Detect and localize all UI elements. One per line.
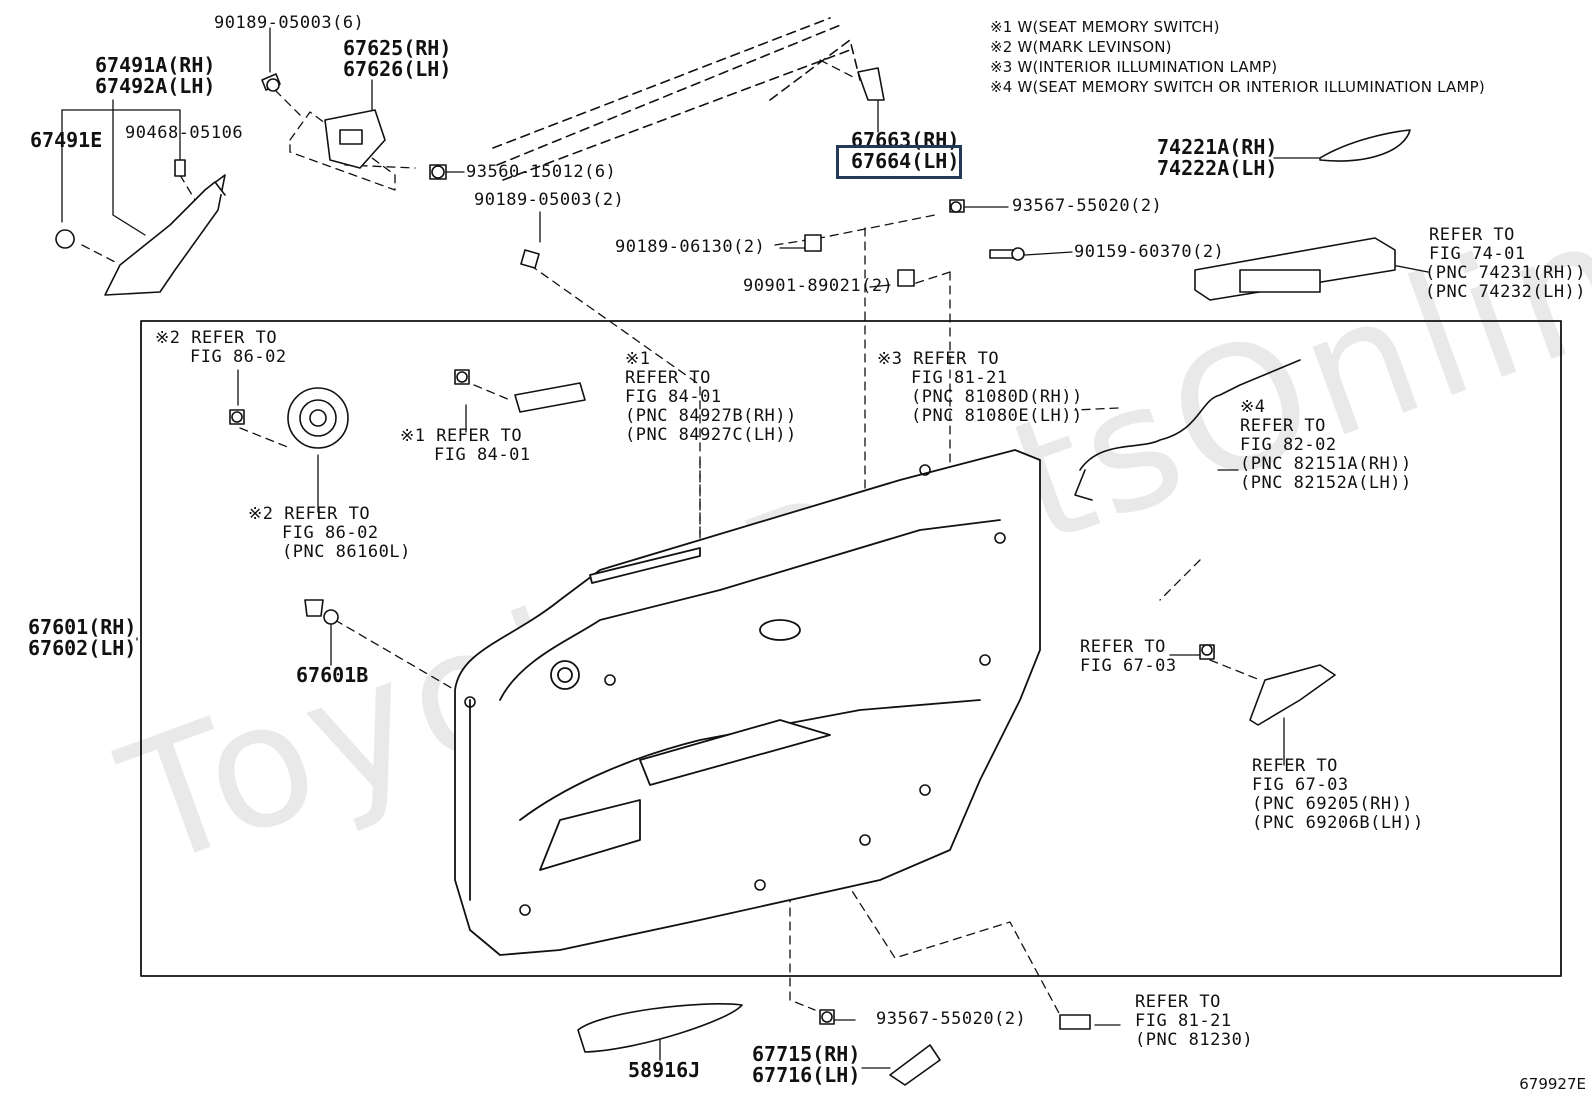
note-2: ※2 W(MARK LEVINSON) xyxy=(990,38,1172,56)
solid-leaders xyxy=(61,27,1429,1069)
part-90189-05003-2[interactable]: 90189-05003(2) xyxy=(474,190,625,210)
inside-handle xyxy=(1249,664,1336,726)
clip-holes xyxy=(464,464,1006,916)
memory-switch xyxy=(514,382,586,413)
trim-cap xyxy=(889,1044,941,1086)
part-74222a[interactable]: 74222A(LH) xyxy=(1157,156,1278,180)
ref-fig-84-01a-pnc1: (PNC 84927B(RH)) xyxy=(625,406,797,426)
part-67715[interactable]: 67715(RH) xyxy=(752,1042,861,1066)
ref-fig-74-01-pnc1: (PNC 74231(RH)) xyxy=(1425,263,1587,283)
ref-fig-81-21a-pnc2: (PNC 81080E(LH)) xyxy=(911,406,1083,426)
ref-fig-82-02-pnc1: (PNC 82151A(RH)) xyxy=(1240,454,1412,474)
part-67601b[interactable]: 67601B xyxy=(296,663,369,687)
part-90468-05106[interactable]: 90468-05106 xyxy=(125,123,244,143)
ref-fig-84-01b-line1: ※1 REFER TO xyxy=(400,426,523,446)
part-58916j[interactable]: 58916J xyxy=(628,1058,701,1082)
ref-fig-84-01a-pnc2: (PNC 84927C(LH)) xyxy=(625,425,797,445)
ref-fig-67-03b-link[interactable]: FIG 67-03 xyxy=(1252,775,1349,795)
assembly-frame xyxy=(140,320,1562,977)
hinge-bracket xyxy=(324,109,386,169)
ref-fig-74-01-line1: REFER TO xyxy=(1429,225,1515,245)
part-90189-06130[interactable]: 90189-06130(2) xyxy=(615,237,766,257)
door-trim-panel xyxy=(454,449,1041,956)
part-67491e[interactable]: 67491E xyxy=(30,128,103,152)
ref-fig-82-02-mark: ※4 xyxy=(1240,397,1266,417)
ref-fig-81-21b-line1: REFER TO xyxy=(1135,992,1221,1012)
part-67492a[interactable]: 67492A(LH) xyxy=(95,74,216,98)
part-74221a[interactable]: 74221A(RH) xyxy=(1157,135,1278,159)
part-67664[interactable]: 67664(LH) xyxy=(851,149,960,173)
ref-fig-81-21a-pnc1: (PNC 81080D(RH)) xyxy=(911,387,1083,407)
ref-fig-74-01-pnc2: (PNC 74232(LH)) xyxy=(1425,282,1587,302)
part-93567-55020-top[interactable]: 93567-55020(2) xyxy=(1012,196,1163,216)
ref-fig-86-02a-link[interactable]: FIG 86-02 xyxy=(190,347,287,367)
note-3: ※3 W(INTERIOR ILLUMINATION LAMP) xyxy=(990,58,1278,76)
fasteners xyxy=(55,73,1215,1025)
mirror-cover xyxy=(857,67,885,101)
window-frame-lines xyxy=(492,17,861,181)
pillar-garnish xyxy=(104,174,226,296)
ref-fig-86-02b-link[interactable]: FIG 86-02 xyxy=(282,523,379,543)
part-93560-15012[interactable]: 93560-15012(6) xyxy=(466,162,617,182)
ref-fig-81-21b-pnc: (PNC 81230) xyxy=(1135,1030,1254,1050)
switch-base xyxy=(1194,237,1396,301)
ref-fig-67-03a-line1: REFER TO xyxy=(1080,637,1166,657)
part-93567-55020-bottom[interactable]: 93567-55020(2) xyxy=(876,1009,1027,1029)
ref-fig-67-03b-pnc1: (PNC 69205(RH)) xyxy=(1252,794,1414,814)
part-67716[interactable]: 67716(LH) xyxy=(752,1063,861,1087)
note-1: ※1 W(SEAT MEMORY SWITCH) xyxy=(990,18,1220,36)
ref-fig-67-03b-pnc2: (PNC 69206B(LH)) xyxy=(1252,813,1424,833)
ref-fig-86-02a-line1: ※2 REFER TO xyxy=(155,328,278,348)
ref-fig-86-02b-line1: ※2 REFER TO xyxy=(248,504,371,524)
part-90159-60370[interactable]: 90159-60370(2) xyxy=(1074,242,1225,262)
ref-fig-82-02-pnc2: (PNC 82152A(LH)) xyxy=(1240,473,1412,493)
part-90189-05003-6[interactable]: 90189-05003(6) xyxy=(214,13,365,33)
ref-fig-84-01a-link[interactable]: FIG 84-01 xyxy=(625,387,722,407)
ref-fig-81-21a-line1: ※3 REFER TO xyxy=(877,349,1000,369)
part-67602[interactable]: 67602(LH) xyxy=(28,636,137,660)
tweeter-speaker xyxy=(287,387,349,449)
ref-fig-67-03a-link[interactable]: FIG 67-03 xyxy=(1080,656,1177,676)
part-67625[interactable]: 67625(RH) xyxy=(343,36,452,60)
part-67626[interactable]: 67626(LH) xyxy=(343,57,452,81)
lamp-harness xyxy=(1074,359,1301,501)
ref-fig-86-02b-pnc: (PNC 86160L) xyxy=(282,542,411,562)
note-4: ※4 W(SEAT MEMORY SWITCH OR INTERIOR ILLU… xyxy=(990,78,1485,96)
part-67491a[interactable]: 67491A(RH) xyxy=(95,53,216,77)
speaker-grille xyxy=(577,1003,743,1053)
armrest-cover xyxy=(1319,129,1411,162)
ref-fig-84-01a-mark: ※1 xyxy=(625,349,651,369)
highlight-box xyxy=(836,145,962,179)
courtesy-lamp xyxy=(1059,1014,1091,1030)
ref-fig-84-01a-line1: REFER TO xyxy=(625,368,711,388)
ref-fig-67-03b-line1: REFER TO xyxy=(1252,756,1338,776)
part-67601[interactable]: 67601(RH) xyxy=(28,615,137,639)
ref-fig-74-01-link[interactable]: FIG 74-01 xyxy=(1429,244,1526,264)
ref-fig-81-21b-link[interactable]: FIG 81-21 xyxy=(1135,1011,1232,1031)
ref-fig-84-01b-link[interactable]: FIG 84-01 xyxy=(434,445,531,465)
figure-id: 679927E xyxy=(1519,1075,1586,1093)
part-90901-89021[interactable]: 90901-89021(2) xyxy=(743,276,894,296)
ref-fig-81-21a-link[interactable]: FIG 81-21 xyxy=(911,368,1008,388)
ref-fig-82-02-line1: REFER TO xyxy=(1240,416,1326,436)
ref-fig-82-02-link[interactable]: FIG 82-02 xyxy=(1240,435,1337,455)
